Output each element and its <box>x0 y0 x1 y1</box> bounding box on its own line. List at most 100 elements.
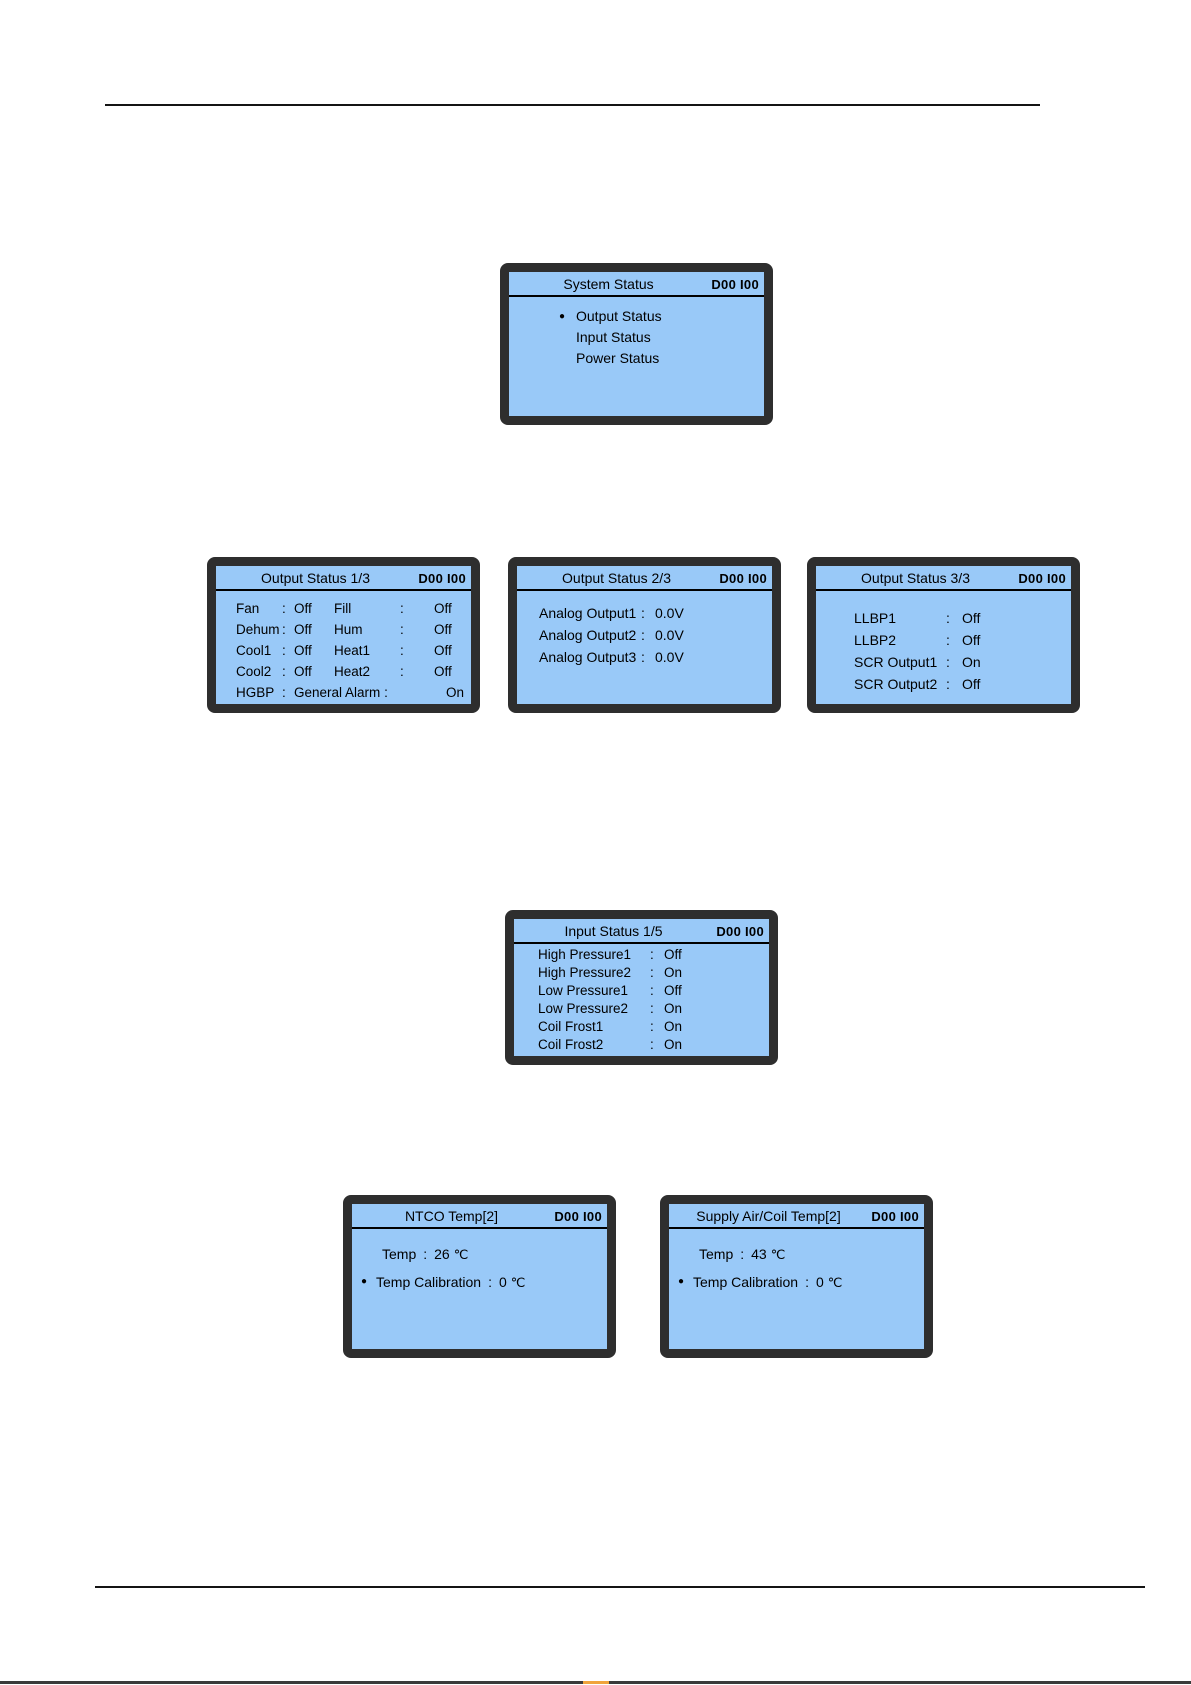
status-row-llbp2: LLBP2:Off <box>816 629 1071 651</box>
row-colon: : <box>805 1274 809 1290</box>
row-value: On <box>664 1037 683 1052</box>
row-value: On <box>962 654 981 670</box>
screen-status-badge: D00 I00 <box>871 1209 919 1224</box>
status-row-coil-frost2: Coil Frost2:On <box>514 1036 769 1054</box>
selected-bullet-icon: ● <box>678 1276 685 1287</box>
header-divider <box>669 1227 924 1229</box>
calibration-value: 0 <box>815 1274 824 1290</box>
row-value: Off <box>434 601 452 616</box>
row-colon: : <box>400 664 404 679</box>
row-value: Off <box>664 983 682 998</box>
screen-status-badge: D00 I00 <box>1018 571 1066 586</box>
screen-input-status-1: Input Status 1/5 D00 I00 High Pressure1:… <box>505 910 778 1065</box>
top-rule <box>105 104 1040 106</box>
row-label: Analog Output1 <box>539 605 637 621</box>
row-label: Low Pressure1 <box>538 983 629 998</box>
row-value: On <box>664 965 683 980</box>
row-value: Off <box>434 622 452 637</box>
row-label: General Alarm <box>294 685 381 700</box>
row-colon: : <box>946 654 950 670</box>
header-divider <box>514 942 769 944</box>
screen-status-badge: D00 I00 <box>716 924 764 939</box>
temp-row: Temp:26℃ <box>352 1243 607 1266</box>
screen-title: System Status <box>563 276 654 292</box>
row-colon: : <box>282 685 286 700</box>
screen-header: Supply Air/Coil Temp[2] D00 I00 <box>669 1204 924 1227</box>
menu-list: ● Output Status Input Status Power Statu… <box>509 306 764 369</box>
menu-item-output-status: ● Output Status <box>509 306 764 327</box>
row-label: SCR Output2 <box>854 676 938 692</box>
screen-header: Output Status 2/3 D00 I00 <box>517 566 772 589</box>
screen-supply-air-coil-temp: Supply Air/Coil Temp[2] D00 I00 Temp:43℃… <box>660 1195 933 1358</box>
row-label: Low Pressure2 <box>538 1001 629 1016</box>
row-label: Coil Frost2 <box>538 1037 604 1052</box>
status-row-high-pressure1: High Pressure1:Off <box>514 946 769 964</box>
header-divider <box>816 589 1071 591</box>
row-colon: : <box>650 965 654 980</box>
row-value: Off <box>434 643 452 658</box>
row-value: On <box>446 685 465 700</box>
temp-value: 43 <box>751 1246 767 1262</box>
row-value: Off <box>664 947 682 962</box>
row-value: Off <box>294 601 312 616</box>
row-colon: : <box>400 643 404 658</box>
row-colon: : <box>641 605 645 621</box>
row-colon: : <box>650 1001 654 1016</box>
screen-ntco-temp: NTCO Temp[2] D00 I00 Temp:26℃ ●Temp Cali… <box>343 1195 616 1358</box>
menu-item-label: Input Status <box>576 329 651 345</box>
row-colon: : <box>946 676 950 692</box>
screen-title: NTCO Temp[2] <box>404 1208 499 1224</box>
screen-header: NTCO Temp[2] D00 I00 <box>352 1204 607 1227</box>
row-value: Off <box>434 664 452 679</box>
row-colon: : <box>282 664 286 679</box>
row-value: Off <box>962 610 981 626</box>
screen-status-badge: D00 I00 <box>711 277 759 292</box>
status-row-analog-output1: Analog Output1:0.0V <box>517 602 772 624</box>
row-value: Off <box>294 643 312 658</box>
row-value: On <box>664 1019 683 1034</box>
row-label: High Pressure1 <box>538 947 632 962</box>
temp-row: Temp:43℃ <box>669 1243 924 1266</box>
row-colon: : <box>650 1019 654 1034</box>
status-row-analog-output2: Analog Output2:0.0V <box>517 624 772 646</box>
row-label: Fan <box>236 601 260 616</box>
header-divider <box>352 1227 607 1229</box>
row-colon: : <box>488 1274 492 1290</box>
row-label: LLBP2 <box>854 632 897 648</box>
status-row-high-pressure2: High Pressure2:On <box>514 964 769 982</box>
row-label: Dehum <box>236 622 280 637</box>
calibration-label: Temp Calibration <box>376 1274 482 1290</box>
screen-header: Output Status 3/3 D00 I00 <box>816 566 1071 589</box>
screen-status-badge: D00 I00 <box>719 571 767 586</box>
row-label: SCR Output1 <box>854 654 938 670</box>
temp-label: Temp <box>699 1246 734 1262</box>
screen-output-status-3: Output Status 3/3 D00 I00 LLBP1:Off LLBP… <box>807 557 1080 713</box>
row-label: Heat1 <box>334 643 371 658</box>
screen-status-badge: D00 I00 <box>418 571 466 586</box>
celsius-unit: ℃ <box>827 1275 843 1290</box>
row-colon: : <box>946 632 950 648</box>
menu-item-power-status: Power Status <box>509 348 764 369</box>
screen-title: Input Status 1/5 <box>564 923 663 939</box>
row-colon: : <box>740 1246 745 1262</box>
row-value: 0.0V <box>655 627 684 643</box>
status-rows: High Pressure1:Off High Pressure2:On Low… <box>514 946 769 1054</box>
status-row-analog-output3: Analog Output3:0.0V <box>517 646 772 668</box>
bottom-rule <box>95 1586 1145 1588</box>
screen-header: Output Status 1/3 D00 I00 <box>216 566 471 589</box>
screen-system-status: System Status D00 I00 ● Output Status In… <box>500 263 773 425</box>
row-colon: : <box>282 643 286 658</box>
row-colon: : <box>282 622 286 637</box>
page-edge-bar <box>0 1681 1191 1684</box>
screen-title: Output Status 1/3 <box>261 570 370 586</box>
screen-title: Output Status 2/3 <box>562 570 671 586</box>
menu-item-input-status: Input Status <box>509 327 764 348</box>
row-colon: : <box>946 610 950 626</box>
row-label: Hum <box>334 622 363 637</box>
calibration-label: Temp Calibration <box>693 1274 799 1290</box>
temp-calibration-row: ●Temp Calibration:0℃ <box>352 1271 607 1294</box>
screen-output-status-2: Output Status 2/3 D00 I00 Analog Output1… <box>508 557 781 713</box>
